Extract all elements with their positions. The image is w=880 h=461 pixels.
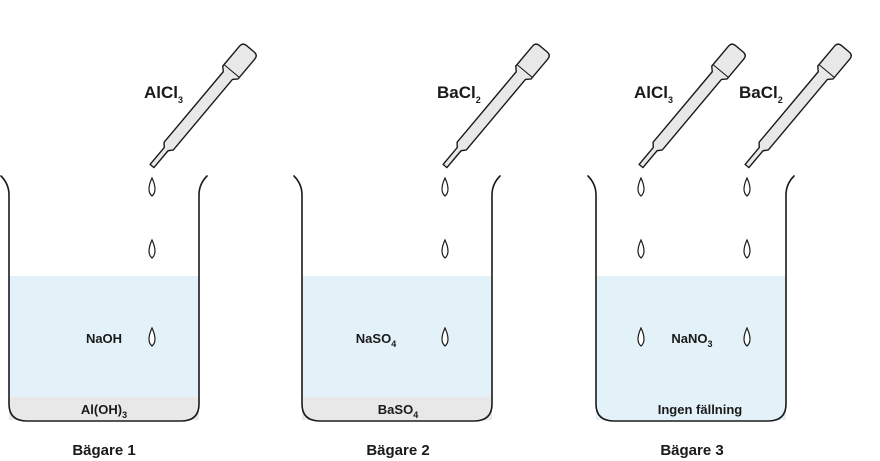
beaker-1-liquid bbox=[9, 276, 199, 420]
beaker-1-solution-label: NaOH bbox=[86, 331, 122, 346]
beaker-3-left-drop-1 bbox=[637, 176, 645, 197]
beaker-2-bottom-label: BaSO4 bbox=[378, 402, 418, 420]
beaker-3-pipette-right bbox=[743, 43, 852, 347]
beaker-2-liquid bbox=[302, 276, 492, 420]
beaker-2-precipitate-layer bbox=[302, 397, 492, 420]
beaker-1-reagent-label: AlCl3 bbox=[144, 83, 183, 105]
beaker-3-right-drop-3 bbox=[743, 326, 751, 347]
beaker-2-group: NaSO4 BaSO4 Bägare 2 BaCl2 bbox=[293, 43, 550, 459]
beaker-3-liquid bbox=[596, 276, 786, 420]
beaker-1-group: NaOH Al(OH)3 Bägare 1 AlCl3 bbox=[0, 43, 257, 459]
beaker-3-right-drop-1 bbox=[743, 176, 751, 197]
beaker-3-solution-label: NaNO3 bbox=[671, 331, 712, 349]
beaker-2-drop-1 bbox=[441, 176, 449, 197]
beaker-2-pipette bbox=[441, 43, 550, 347]
beaker-3-left-drop-2 bbox=[637, 238, 645, 259]
beaker-2-glass bbox=[293, 175, 501, 422]
beaker-1-drop-1 bbox=[148, 176, 156, 197]
beaker-2-drop-2 bbox=[441, 238, 449, 259]
beaker-3-caption: Bägare 3 bbox=[660, 442, 723, 459]
beaker-1-glass bbox=[0, 175, 208, 422]
beaker-2-drop-3 bbox=[441, 326, 449, 347]
beaker-1-pipette bbox=[148, 43, 257, 347]
beaker-2-solution-label: NaSO4 bbox=[356, 331, 396, 349]
beaker-3-glass bbox=[587, 175, 795, 422]
beaker-1-caption: Bägare 1 bbox=[72, 442, 135, 459]
beaker-3-right-drop-2 bbox=[743, 238, 751, 259]
beaker-3-bottom-label: Ingen fällning bbox=[658, 402, 743, 417]
beaker-3-left-drop-3 bbox=[637, 326, 645, 347]
beaker-1-precipitate-layer bbox=[9, 397, 199, 420]
beaker-1-drop-2 bbox=[148, 238, 156, 259]
beaker-3-reagent-right-label: BaCl2 bbox=[739, 83, 783, 105]
beaker-3-group: NaNO3 Ingen fällning Bägare 3 AlCl3 BaCl… bbox=[587, 43, 852, 459]
beaker-3-pipette-left bbox=[637, 43, 746, 347]
beaker-3-reagent-left-label: AlCl3 bbox=[634, 83, 673, 105]
beaker-2-reagent-label: BaCl2 bbox=[437, 83, 481, 105]
beaker-1-bottom-label: Al(OH)3 bbox=[81, 402, 127, 420]
beaker-1-drop-3 bbox=[148, 326, 156, 347]
beaker-2-caption: Bägare 2 bbox=[366, 442, 429, 459]
